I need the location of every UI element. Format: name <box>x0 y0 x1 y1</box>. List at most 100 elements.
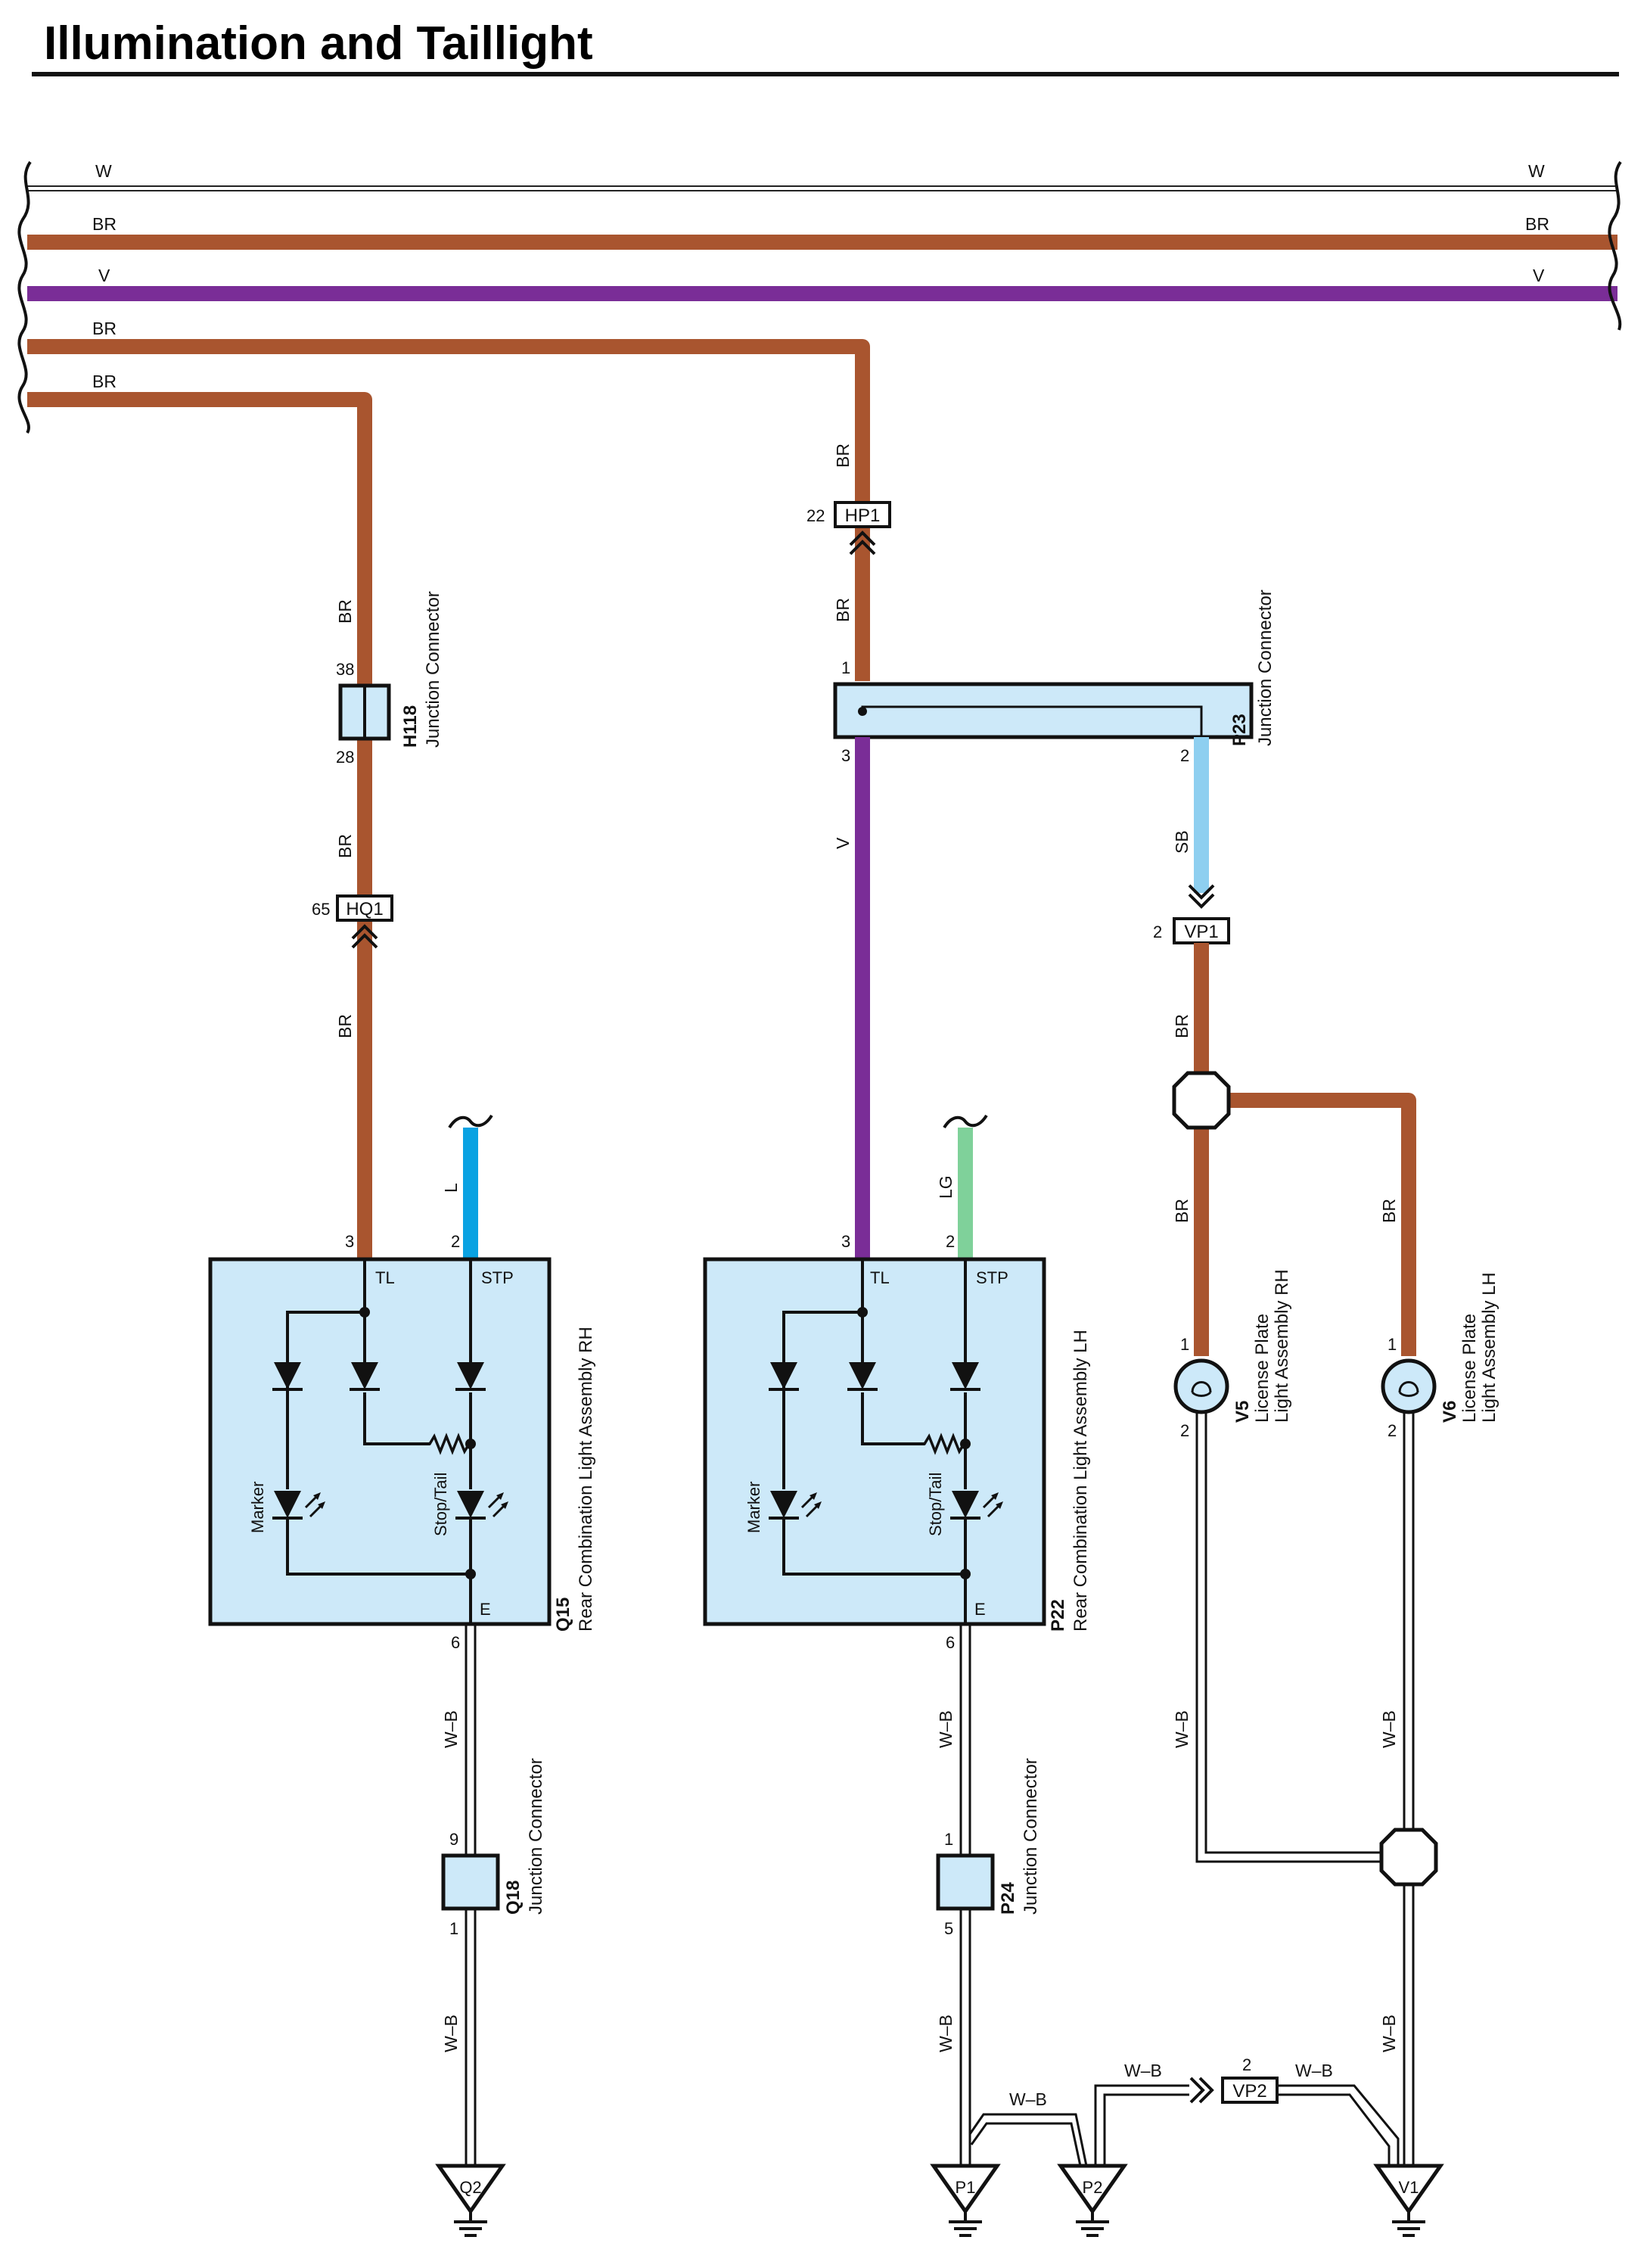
svg-text:6: 6 <box>946 1633 955 1652</box>
wire-label-p22-stp: LG <box>936 1175 956 1199</box>
svg-text:P2: P2 <box>1083 2178 1103 2197</box>
svg-text:Rear Combination Light Assembl: Rear Combination Light Assembly LH <box>1071 1330 1091 1632</box>
svg-text:2: 2 <box>946 1232 955 1251</box>
svg-text:2: 2 <box>1242 2055 1251 2074</box>
svg-text:VP1: VP1 <box>1184 922 1218 942</box>
svg-text:Q15: Q15 <box>553 1598 573 1632</box>
wire-label-p2-vp2: W–B <box>1124 2061 1162 2080</box>
break-marks-right <box>1608 160 1622 331</box>
wire-label-q15-stp: L <box>441 1183 461 1193</box>
svg-text:VP2: VP2 <box>1232 2081 1266 2102</box>
svg-text:38: 38 <box>336 660 354 679</box>
svg-text:1: 1 <box>944 1830 953 1849</box>
svg-text:TL: TL <box>870 1268 890 1287</box>
p24-junction-connector: 1 5 P24 Junction Connector <box>936 1758 1041 1938</box>
wire-label-v5-in: BR <box>1172 1199 1192 1223</box>
bus-label-v-left: V <box>98 266 110 285</box>
bus-label-w-left: W <box>95 161 112 181</box>
vp2-connector: VP2 2 <box>1189 2055 1279 2104</box>
svg-text:Light Assembly LH: Light Assembly LH <box>1479 1272 1499 1423</box>
svg-text:Q2: Q2 <box>459 2178 481 2197</box>
wire-label-q18-gnd: W–B <box>441 2014 461 2052</box>
svg-text:22: 22 <box>806 506 825 525</box>
tilde-q15-stp <box>448 1114 493 1129</box>
ground-p2: P2 <box>1061 2166 1124 2235</box>
svg-text:Junction Connector: Junction Connector <box>423 591 443 748</box>
svg-text:STP: STP <box>976 1268 1008 1287</box>
svg-text:1: 1 <box>1180 1335 1189 1354</box>
q18-junction-connector: 9 1 Q18 Junction Connector <box>441 1758 546 1938</box>
wire-label-hq1-below: BR <box>335 1014 355 1038</box>
svg-text:License Plate: License Plate <box>1459 1314 1480 1423</box>
page-title: Illumination and Taillight <box>44 17 593 70</box>
svg-text:65: 65 <box>312 900 330 919</box>
svg-text:1: 1 <box>841 658 850 677</box>
h118-junction-connector: 38 28 H118 Junction Connector <box>336 591 443 767</box>
vp1-connector: VP1 2 <box>1153 884 1230 944</box>
break-marks-left <box>17 160 32 434</box>
svg-text:Rear Combination Light Assembl: Rear Combination Light Assembly RH <box>576 1327 596 1632</box>
svg-text:Junction Connector: Junction Connector <box>1021 1758 1041 1915</box>
svg-text:STP: STP <box>481 1268 514 1287</box>
svg-text:TL: TL <box>375 1268 395 1287</box>
bus-label-w-right: W <box>1528 161 1545 181</box>
wire-label-p23-sb: SB <box>1172 830 1192 854</box>
bus-label-br-a: BR <box>92 319 117 338</box>
wire-label-h118-below: BR <box>335 834 355 858</box>
svg-text:2: 2 <box>1153 922 1162 941</box>
svg-text:V1: V1 <box>1399 2178 1419 2197</box>
ground-p1: P1 <box>934 2166 997 2235</box>
hp1-connector: HP1 22 <box>806 501 891 681</box>
wire-label-p23-v: V <box>833 837 853 849</box>
wire-label-p24-gnd: W–B <box>936 2014 956 2052</box>
svg-text:Junction Connector: Junction Connector <box>526 1758 546 1915</box>
bus-wire-br-a <box>27 339 870 515</box>
bus-label-br-b: BR <box>92 372 117 391</box>
ground-q2: Q2 <box>439 2166 502 2235</box>
svg-text:28: 28 <box>336 748 354 767</box>
svg-text:H118: H118 <box>400 705 421 748</box>
wire-label-h118-above: BR <box>335 599 355 624</box>
svg-text:E: E <box>480 1600 491 1619</box>
v5-license-plate-light-rh: 1 2 V5 License Plate Light Assembly RH <box>1176 1269 1292 1440</box>
bus-wire-br-b <box>27 392 372 1271</box>
svg-text:3: 3 <box>841 1232 850 1251</box>
svg-text:Stop/Tail: Stop/Tail <box>926 1473 945 1536</box>
svg-text:P23: P23 <box>1229 714 1250 746</box>
svg-text:E: E <box>974 1600 986 1619</box>
wire-label-v6-in: BR <box>1379 1199 1399 1223</box>
svg-text:V6: V6 <box>1440 1401 1460 1423</box>
svg-text:5: 5 <box>944 1919 953 1938</box>
bus-wires <box>27 185 1617 1271</box>
wire-label-vp2-v1: W–B <box>1295 2061 1333 2080</box>
wire-label-hp1-above: BR <box>833 443 853 468</box>
svg-text:Junction Connector: Junction Connector <box>1255 590 1276 746</box>
splice-br <box>1174 1073 1229 1128</box>
p23-junction-connector: 1 3 2 P23 Junction Connector <box>833 590 1276 765</box>
splice-wb <box>1381 1830 1436 1884</box>
wire-label-v6-gnd1: W–B <box>1379 1710 1399 1748</box>
wire-label-hp1-below: BR <box>833 598 853 622</box>
svg-text:Marker: Marker <box>248 1482 267 1533</box>
svg-text:2: 2 <box>1180 1421 1189 1440</box>
svg-text:Q18: Q18 <box>503 1881 524 1915</box>
bus-label-v-right: V <box>1533 266 1545 285</box>
svg-text:Marker: Marker <box>744 1482 763 1533</box>
svg-text:HQ1: HQ1 <box>346 899 383 919</box>
svg-text:2: 2 <box>1388 1421 1397 1440</box>
q15-rear-combination-light-rh: 3 2 TL STP E 6 Marker Stop/Tail Q15 Rear… <box>208 1232 596 1652</box>
svg-text:HP1: HP1 <box>845 506 881 526</box>
tilde-p22-stp <box>943 1114 988 1129</box>
svg-text:P22: P22 <box>1048 1599 1068 1632</box>
svg-text:P1: P1 <box>956 2178 976 2197</box>
p22-rear-combination-light-lh: 3 2 TL STP E 6 Marker Stop/Tail P22 Rear… <box>703 1232 1091 1652</box>
bus-label-br-right: BR <box>1525 214 1549 234</box>
svg-text:3: 3 <box>841 746 850 765</box>
wire-splice-v6 <box>1220 1093 1416 1356</box>
wire-label-p1-p2: W–B <box>1009 2089 1047 2109</box>
svg-text:License Plate: License Plate <box>1252 1314 1273 1423</box>
svg-text:Stop/Tail: Stop/Tail <box>431 1473 450 1536</box>
wire-label-vp1-below: BR <box>1172 1014 1192 1038</box>
svg-text:Light Assembly RH: Light Assembly RH <box>1272 1269 1292 1423</box>
